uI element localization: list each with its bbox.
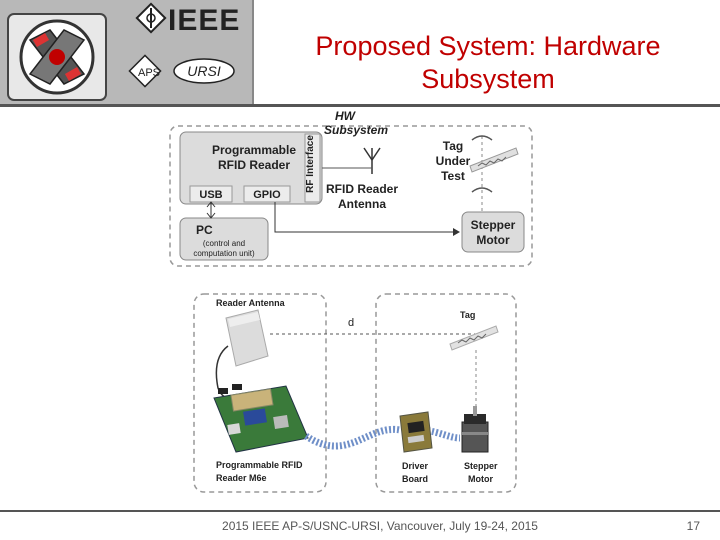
tag-label: Tag (460, 310, 475, 320)
logos-graphic: APS URSI (7, 2, 235, 101)
reader-label-line2: RFID Reader (218, 158, 290, 172)
title-panel (252, 0, 720, 106)
pc-subtitle-line1: (control and (203, 239, 245, 248)
tag-label-line3: Test (441, 169, 465, 183)
tag-label-line1: Tag (443, 139, 463, 153)
reader-antenna-label: Reader Antenna (216, 298, 286, 308)
driver-board-label-line1: Driver (402, 461, 429, 471)
pc-block (179, 217, 269, 261)
stepper-photo-label-line2: Motor (468, 474, 493, 484)
reader-side-boundary (193, 293, 327, 493)
driver-board-icon (399, 411, 433, 453)
logo-panel: APS URSI IEEE (0, 0, 252, 106)
rf-interface-label: RF Interface (305, 135, 316, 193)
driver-board-label-line2: Board (402, 474, 428, 484)
header-divider (0, 104, 720, 107)
pc-subtitle-line2: computation unit) (193, 249, 255, 258)
reader-board-label-line2: Reader M6e (216, 473, 267, 483)
slide-title-line1: Proposed System: Hardware (315, 31, 661, 61)
slide-title: Proposed System: Hardware Subsystem (256, 30, 720, 96)
gpio-port-block (243, 185, 291, 203)
stepper-label-line1: Stepper (471, 218, 516, 232)
usb-label: USB (199, 189, 222, 201)
distance-label: d (348, 317, 354, 329)
hw-label-line1: HW (335, 109, 357, 123)
footer-divider (0, 510, 720, 512)
rf-interface-block (304, 133, 321, 203)
hw-block-diagram: HW Subsystem Programmable RFID Reader RF… (169, 109, 533, 267)
tag-side-boundary (375, 293, 517, 493)
antenna-icon (363, 147, 381, 174)
reader-board-icon (213, 384, 309, 453)
stepper-motor-icon (461, 406, 489, 453)
hw-label-line2: Subsystem (324, 123, 388, 137)
stepper-arrow-icon (453, 228, 460, 236)
aps-diamond-icon: APS (128, 54, 162, 88)
aps-diamond-letters: APS (138, 67, 160, 79)
slide-title-line2: Subsystem (421, 64, 555, 94)
antenna-panel-icon (225, 309, 269, 367)
tag-label-line2: Under (436, 154, 471, 168)
stepper-motor-block (461, 211, 525, 253)
aps-emblem-icon (7, 13, 107, 101)
hw-subsystem-boundary (169, 125, 533, 267)
ursi-label: URSI (187, 63, 221, 79)
reader-board-label-line1: Programmable RFID (216, 460, 303, 470)
usb-link-arrows-icon (206, 201, 216, 219)
antenna-label-line1: RFID Reader (326, 182, 398, 196)
stepper-label-line2: Motor (476, 233, 510, 247)
footer-citation: 2015 IEEE AP-S/USNC-URSI, Vancouver, Jul… (222, 519, 538, 533)
ribbon-cable-icon (304, 425, 461, 450)
pc-title: PC (196, 223, 213, 237)
tag-strip-icon (449, 325, 499, 351)
gpio-to-stepper-link (274, 202, 456, 233)
gpio-label: GPIO (253, 189, 281, 201)
ursi-logo-icon: URSI (173, 58, 235, 84)
tag-strip-icon (469, 135, 519, 220)
ieee-diamond-icon (135, 2, 167, 34)
antenna-label-line2: Antenna (338, 197, 386, 211)
stepper-photo-label-line1: Stepper (464, 461, 498, 471)
reader-label-line1: Programmable (212, 143, 296, 157)
ieee-wordmark: IEEE (168, 4, 241, 37)
page-number: 17 (686, 519, 700, 533)
hw-photo-diagram: Reader Antenna d Tag Programmable RFID R… (193, 293, 517, 493)
